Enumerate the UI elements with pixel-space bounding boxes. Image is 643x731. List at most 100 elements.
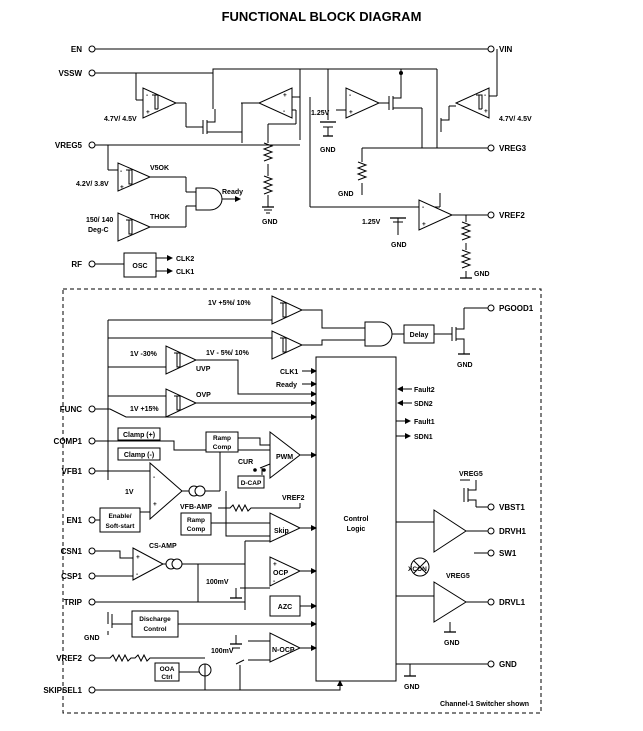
vreg5-pin	[88, 141, 96, 149]
svg-text:+: +	[146, 109, 150, 116]
mv100b-label: 100mV	[211, 648, 234, 655]
svg-text:-: -	[283, 108, 285, 115]
cs-amp-label: CS-AMP	[149, 543, 177, 550]
channel-note: Channel-1 Switcher shown	[440, 701, 529, 708]
ready-and-gate	[195, 187, 223, 211]
sdn1-label: SDN1	[414, 434, 433, 441]
gnd-label-1: GND	[262, 219, 278, 226]
discharge-control	[131, 610, 179, 638]
gnd-label-8: GND	[444, 640, 460, 647]
svg-text:+: +	[273, 561, 277, 568]
vssw-wire	[95, 68, 437, 74]
svg-text:-: -	[153, 474, 155, 481]
ooa-2: Ctrl	[161, 674, 172, 681]
ramp-comp-top	[205, 431, 239, 453]
vssw-pin	[88, 69, 96, 77]
ovp-comparator	[165, 388, 198, 418]
thresh-right: 4.7V/ 4.5V	[499, 116, 532, 123]
vreg5-label-a: VREG5	[459, 471, 483, 478]
deg-value: 150/ 140	[86, 217, 113, 224]
vref2-inner-label: VREF2	[282, 495, 305, 502]
gnd-label-4: GND	[474, 271, 490, 278]
pg-comp-hi	[271, 295, 304, 325]
channel-box	[62, 288, 542, 714]
clamp-pos	[117, 427, 161, 441]
en-ss-1: Enable/	[108, 513, 131, 520]
ref-125v-top: 1.25V	[311, 110, 330, 117]
pin-comp1: COMP1	[54, 437, 83, 446]
svg-text:-: -	[484, 92, 486, 99]
clk2-label: CLK2	[176, 256, 194, 263]
vref2-in-pin	[88, 654, 96, 662]
gnd-label-3: GND	[338, 191, 354, 198]
pin-pgood1: PGOOD1	[499, 304, 534, 313]
pgood1-pin	[487, 304, 495, 312]
comp1-pin	[88, 437, 96, 445]
v5ok-thresh: 4.2V/ 3.8V	[76, 181, 109, 188]
divider-r2	[262, 175, 274, 195]
pin-csp1: CSP1	[61, 572, 82, 581]
ready-in-label: Ready	[276, 382, 297, 389]
ooa-1: OOA	[160, 666, 175, 673]
gnd-label-9: GND	[404, 684, 420, 691]
vreg3-pin	[487, 144, 495, 152]
pin-rf: RF	[71, 260, 82, 269]
pin-en: EN	[71, 45, 82, 54]
clamp-neg	[117, 447, 161, 461]
ocp-label: OCP	[273, 570, 289, 577]
trip-pin	[88, 598, 96, 606]
osc-block	[123, 252, 157, 278]
dcap-block	[237, 475, 265, 489]
svg-text:-: -	[422, 204, 424, 211]
ready-label: Ready	[222, 189, 243, 196]
pg-comp-lo	[271, 330, 304, 360]
pin-vref2-out: VREF2	[499, 211, 525, 220]
reg-amp-left	[257, 87, 293, 119]
thresh-left: 4.7V/ 4.5V	[104, 116, 137, 123]
switch-vin	[388, 69, 402, 110]
skip-comparator	[269, 512, 302, 543]
gnd-label-2: GND	[320, 147, 336, 154]
clamp-pos-label: Clamp (+)	[123, 432, 155, 439]
reg-amp-right	[345, 87, 381, 119]
control-label-2: Logic	[347, 526, 366, 533]
svg-text:+: +	[283, 92, 287, 99]
vref2-in-resistor	[95, 653, 205, 663]
ramp-2-1: Ramp	[187, 517, 205, 524]
uvp-label: UVP	[196, 366, 211, 373]
svg-text:+: +	[136, 554, 140, 561]
pin-func: FUNC	[60, 405, 82, 414]
v5ok-label: V5OK	[150, 165, 169, 172]
vref2-out-pin	[487, 211, 495, 219]
nocp-comparator	[269, 632, 302, 663]
diagram-title: FUNCTIONAL BLOCK DIAGRAM	[221, 9, 422, 24]
svg-text:-: -	[349, 92, 351, 99]
csp1-pin	[88, 572, 96, 580]
vref2-amp	[418, 199, 454, 231]
xcon-label: XCON	[408, 566, 427, 573]
pgood-fet	[451, 308, 465, 349]
en-pin	[88, 45, 96, 53]
control-logic-block	[315, 356, 397, 682]
vfb-amp-label: VFB-AMP	[180, 504, 212, 511]
rf-pin	[88, 260, 96, 268]
pin-drvh1: DRVH1	[499, 527, 527, 536]
mv100a-label: 100mV	[206, 579, 229, 586]
switch-left	[202, 109, 216, 134]
ref-125v-bot: 1.25V	[362, 219, 381, 226]
svg-text:-: -	[273, 578, 275, 585]
vref2-resistor	[218, 503, 300, 513]
pin-vssw: VSSW	[58, 69, 82, 78]
clk1-in-label: CLK1	[280, 369, 298, 376]
clk1-label: CLK1	[176, 269, 194, 276]
thok-comparator	[117, 212, 152, 242]
ovp-label: OVP	[196, 392, 211, 399]
pin-vin: VIN	[499, 45, 513, 54]
ocp-comparator	[269, 556, 302, 587]
v1-label: 1V	[125, 489, 134, 496]
csn1-pin	[88, 547, 96, 555]
svg-text:+: +	[349, 109, 353, 116]
cs-amp	[132, 547, 165, 581]
